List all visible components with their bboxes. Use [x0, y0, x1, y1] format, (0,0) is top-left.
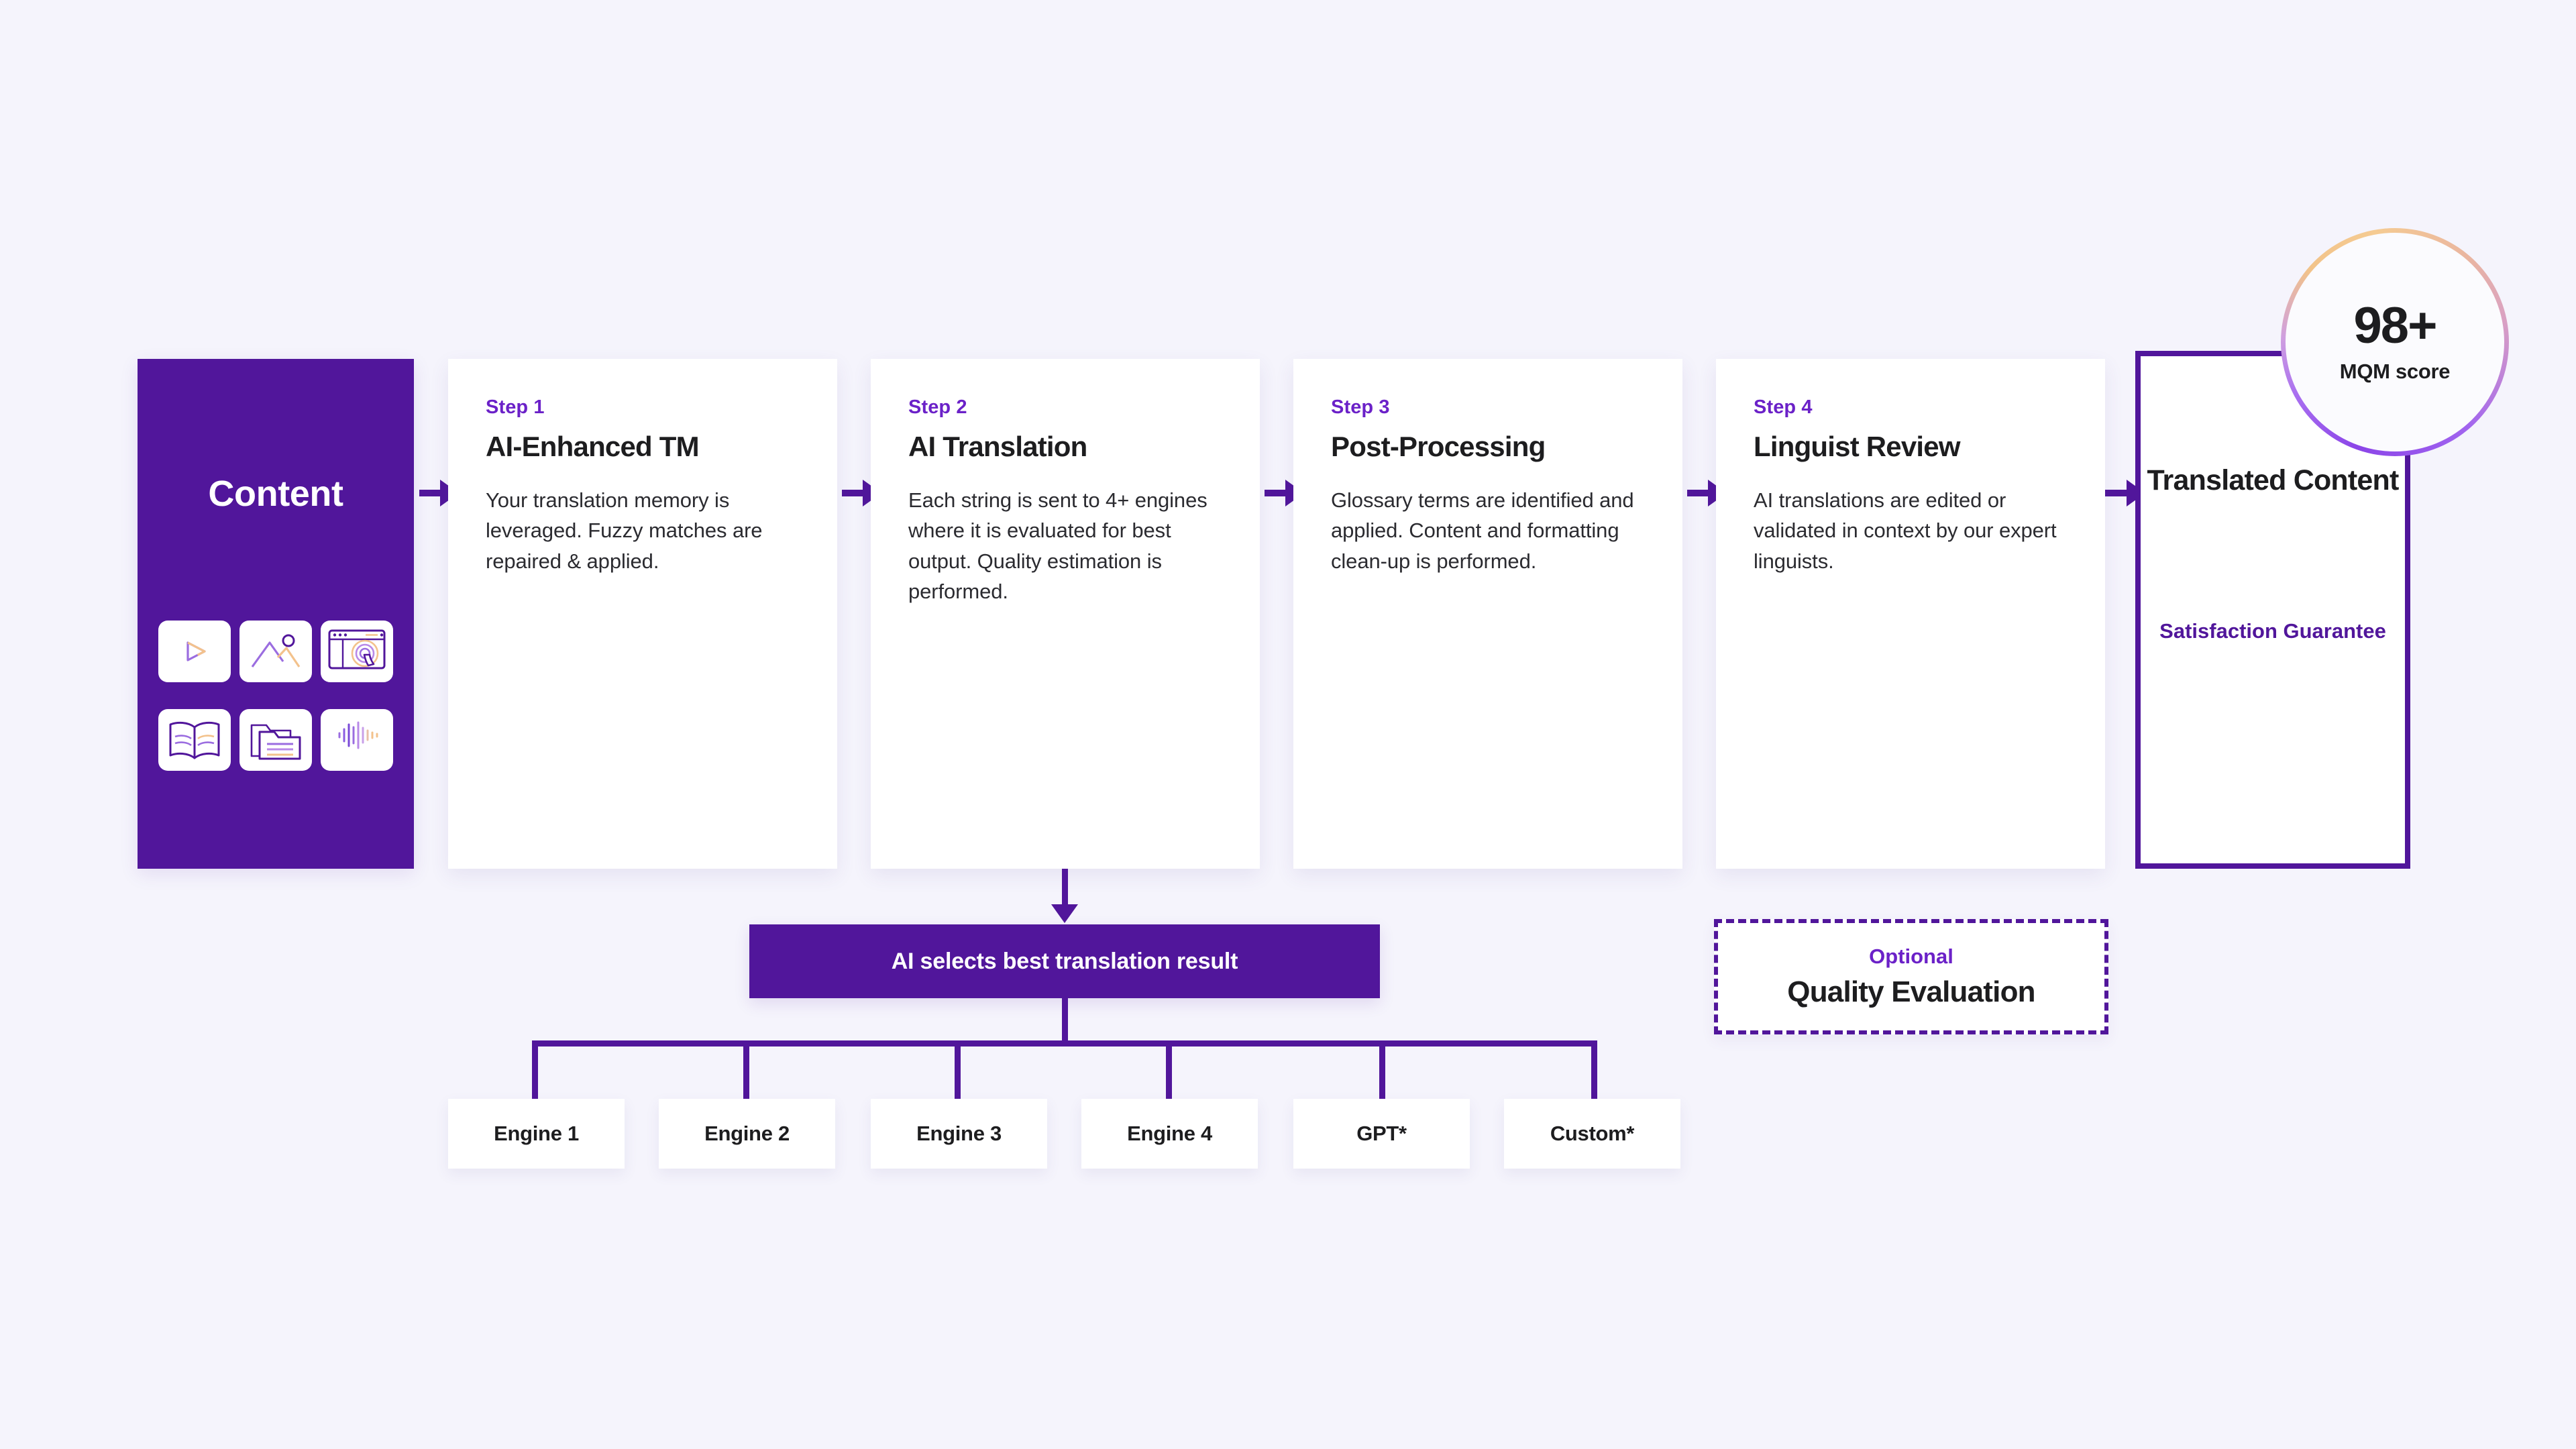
connector-engine-bus: [532, 1040, 1597, 1046]
content-source-title: Content: [208, 474, 343, 514]
satisfaction-guarantee-label: Satisfaction Guarantee: [2159, 619, 2386, 643]
connector-engine-4: [1166, 1040, 1172, 1099]
connector-step2-arrowhead: [1051, 904, 1078, 923]
step-card-3: Step 3 Post-Processing Glossary terms ar…: [1293, 359, 1682, 869]
engine-chip-6-label: Custom*: [1550, 1122, 1635, 1145]
connector-step2-down: [1062, 869, 1068, 906]
engine-chip-4: Engine 4: [1081, 1099, 1258, 1169]
step-4-body: AI translations are edited or validated …: [1754, 488, 2057, 573]
mqm-badge-inner: 98+ MQM score: [2286, 233, 2504, 451]
engine-chip-2: Engine 2: [659, 1099, 835, 1169]
interactive-web-icon: [321, 621, 394, 682]
optional-quality-evaluation-box: Optional Quality Evaluation: [1714, 919, 2108, 1034]
step-card-2: Step 2 AI Translation Each string is sen…: [871, 359, 1260, 869]
step-3-title: Post-Processing: [1331, 431, 1546, 462]
step-3-body: Glossary terms are identified and applie…: [1331, 488, 1634, 573]
engine-chip-5: GPT*: [1293, 1099, 1470, 1169]
ai-selector-bar: AI selects best translation result: [749, 924, 1380, 998]
engine-chip-1-label: Engine 1: [494, 1122, 579, 1145]
engine-chip-1: Engine 1: [448, 1099, 625, 1169]
connector-selector-down: [1062, 998, 1068, 1041]
step-card-4: Step 4 Linguist Review AI translations a…: [1716, 359, 2105, 869]
ai-selector-label: AI selects best translation result: [891, 948, 1238, 974]
mqm-score-badge: 98+ MQM score: [2281, 228, 2509, 456]
translated-content-title: Translated Content: [2147, 464, 2399, 496]
step-1-body: Your translation memory is leveraged. Fu…: [486, 488, 763, 573]
engine-chip-2-label: Engine 2: [704, 1122, 790, 1145]
step-4-kicker: Step 4: [1754, 396, 1813, 418]
step-2-title: AI Translation: [908, 431, 1087, 462]
step-1-title: AI-Enhanced TM: [486, 431, 700, 462]
connector-engine-1: [532, 1040, 538, 1099]
engine-chip-6: Custom*: [1504, 1099, 1680, 1169]
mqm-score-value: 98+: [2353, 297, 2438, 354]
connector-engine-2: [743, 1040, 749, 1099]
optional-kicker: Optional: [1869, 945, 1953, 968]
connector-engine-6: [1591, 1040, 1597, 1099]
connector-engine-3: [955, 1040, 961, 1099]
step-2-body: Each string is sent to 4+ engines where …: [908, 488, 1208, 604]
step-2-kicker: Step 2: [908, 396, 967, 418]
content-source-panel: Content: [138, 359, 414, 869]
video-icon: [158, 621, 231, 682]
engine-chip-5-label: GPT*: [1356, 1122, 1407, 1145]
mqm-score-label: MQM score: [2339, 360, 2451, 383]
step-card-1: Step 1 AI-Enhanced TM Your translation m…: [448, 359, 837, 869]
document-folder-icon: [239, 709, 312, 771]
step-1-kicker: Step 1: [486, 396, 545, 418]
connector-engine-5: [1379, 1040, 1385, 1099]
step-3-kicker: Step 3: [1331, 396, 1390, 418]
content-type-icon-grid: [158, 612, 394, 779]
engine-chip-3-label: Engine 3: [916, 1122, 1002, 1145]
audio-speech-icon: [321, 709, 394, 771]
image-icon: [239, 621, 312, 682]
optional-title: Quality Evaluation: [1787, 975, 2035, 1008]
engine-chip-3: Engine 3: [871, 1099, 1047, 1169]
book-icon: [158, 709, 231, 771]
step-4-title: Linguist Review: [1754, 431, 1961, 462]
engine-chip-4-label: Engine 4: [1127, 1122, 1212, 1145]
